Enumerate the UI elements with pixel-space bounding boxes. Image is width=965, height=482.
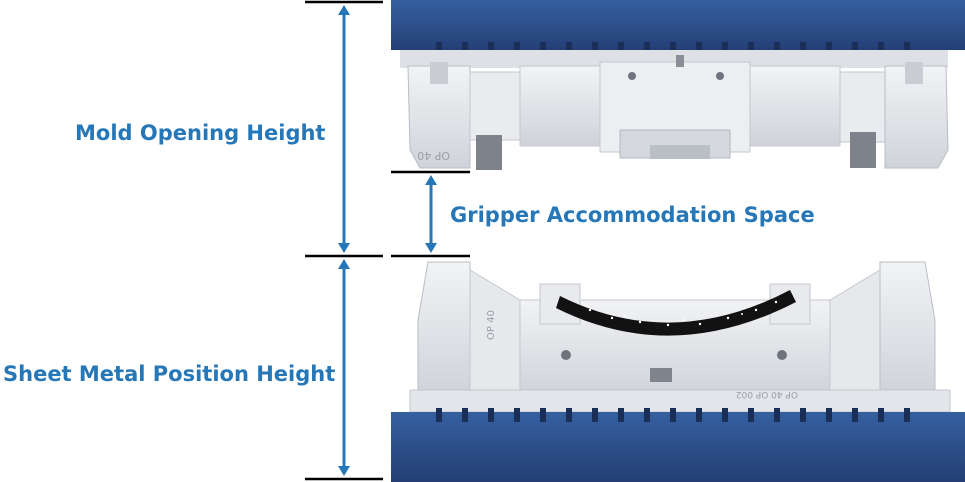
upper-die [400,50,949,170]
mold-opening-height-label: Mold Opening Height [75,121,326,145]
gripper-accommodation-space-label: Gripper Accommodation Space [450,203,815,227]
lower-die [409,261,951,413]
sheet-metal-part [556,290,796,336]
lower-clamp-slots [436,408,910,422]
upper-platen [391,0,965,50]
sheet-metal-speckles [588,300,778,327]
lower-part-marking: OP 40 OP 002 [736,389,798,399]
upper-op-marking: OP 40 [417,149,450,162]
lower-op-marking: OP 40 [486,310,497,340]
upper-clamp-slots [436,42,910,56]
lower-platen [391,412,965,482]
sheet-metal-position-height-label: Sheet Metal Position Height [3,362,336,386]
